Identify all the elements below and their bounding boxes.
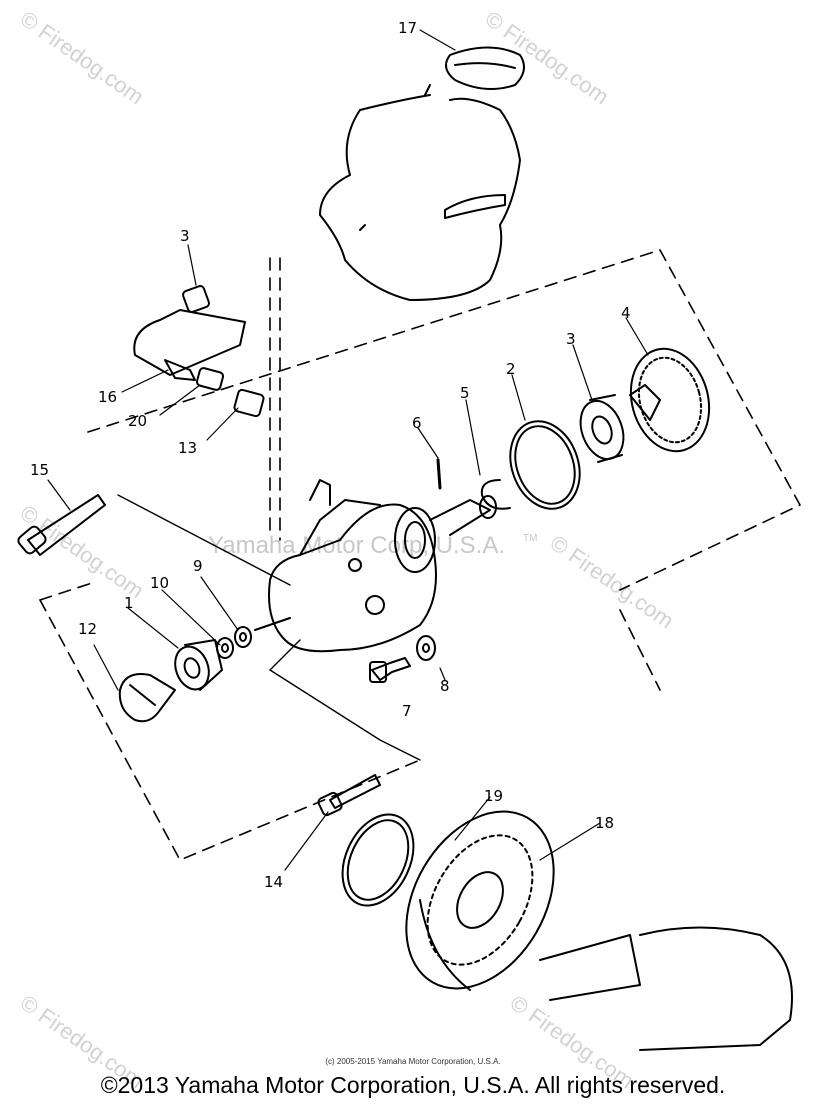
callout-4: 4 [621,304,631,322]
part-17-cap-icon [445,46,525,90]
part-5-circlip-icon [480,479,511,510]
part-1-seal-icon [174,639,223,691]
footer-copyright: ©2013 Yamaha Motor Corporation, U.S.A. A… [100,1072,726,1098]
assembly-lines [117,494,421,761]
part-6-pin-icon [436,458,442,490]
part-3-sleeve-icon [182,285,210,313]
part-18-gear-icon [405,810,555,991]
callout-6: 6 [412,414,422,432]
callout-17: 17 [398,19,417,37]
part-12-plug-icon [118,673,176,723]
watermark-center: Yamaha Motor Corp, U.S.A. [208,532,505,559]
part-19-o-ring-icon [341,813,415,907]
oil-tank-icon [319,84,521,301]
callout-5: 5 [460,384,470,402]
part-2-o-ring-icon [509,420,581,510]
callout-15: 15 [30,461,49,479]
callout-10: 10 [150,574,169,592]
part-15-bolt-icon [17,494,106,556]
part-16-hose-icon [133,309,246,381]
callout-8: 8 [440,677,450,695]
callout-3-top: 3 [180,227,190,245]
callout-7: 7 [402,702,412,720]
part-9-washer-icon [234,626,252,648]
part-13-sleeve-icon [233,388,265,418]
callout-16: 16 [98,388,117,406]
part-3-bearing-icon [579,394,625,463]
callout-2: 2 [506,360,516,378]
part-20-sleeve-icon [195,367,225,391]
callout-9: 9 [193,557,203,575]
callout-12: 12 [78,620,97,638]
small-copyright: (c) 2005-2015 Yamaha Motor Corporation, … [325,1057,501,1066]
callout-18: 18 [595,814,614,832]
part-7-pump-body-icon [254,479,497,653]
crankshaft-icon [539,926,793,1051]
callout-1: 1 [124,594,134,612]
callout-14: 14 [264,873,283,891]
callout-20: 20 [128,412,147,430]
pump-bolt-icon [369,657,411,683]
part-4-gear-icon [629,347,711,453]
callout-13: 13 [178,439,197,457]
callout-3-bearing: 3 [566,330,576,348]
leader-lines [47,29,649,871]
part-8-washer-icon [416,635,436,661]
callout-19: 19 [484,787,503,805]
part-14-bolt-icon [317,774,381,817]
watermark-tm: TM [523,533,538,544]
